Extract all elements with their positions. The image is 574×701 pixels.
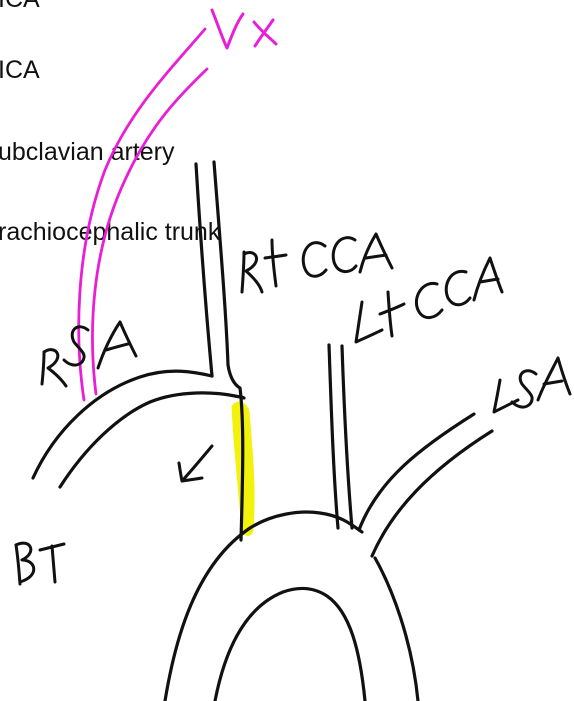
label-lsa	[494, 358, 570, 412]
label-rsa	[42, 322, 136, 386]
right-subclavian-artery	[33, 371, 244, 487]
left-common-carotid	[329, 345, 352, 528]
label-rt-cca	[242, 234, 392, 292]
left-subclavian-artery	[359, 414, 492, 556]
vertebral-artery	[79, 29, 207, 400]
label-bt	[16, 543, 64, 584]
label-lt-cca	[356, 258, 502, 342]
right-common-carotid	[196, 162, 243, 540]
arrow-down-left-icon	[179, 446, 212, 481]
label-vx	[212, 10, 276, 48]
